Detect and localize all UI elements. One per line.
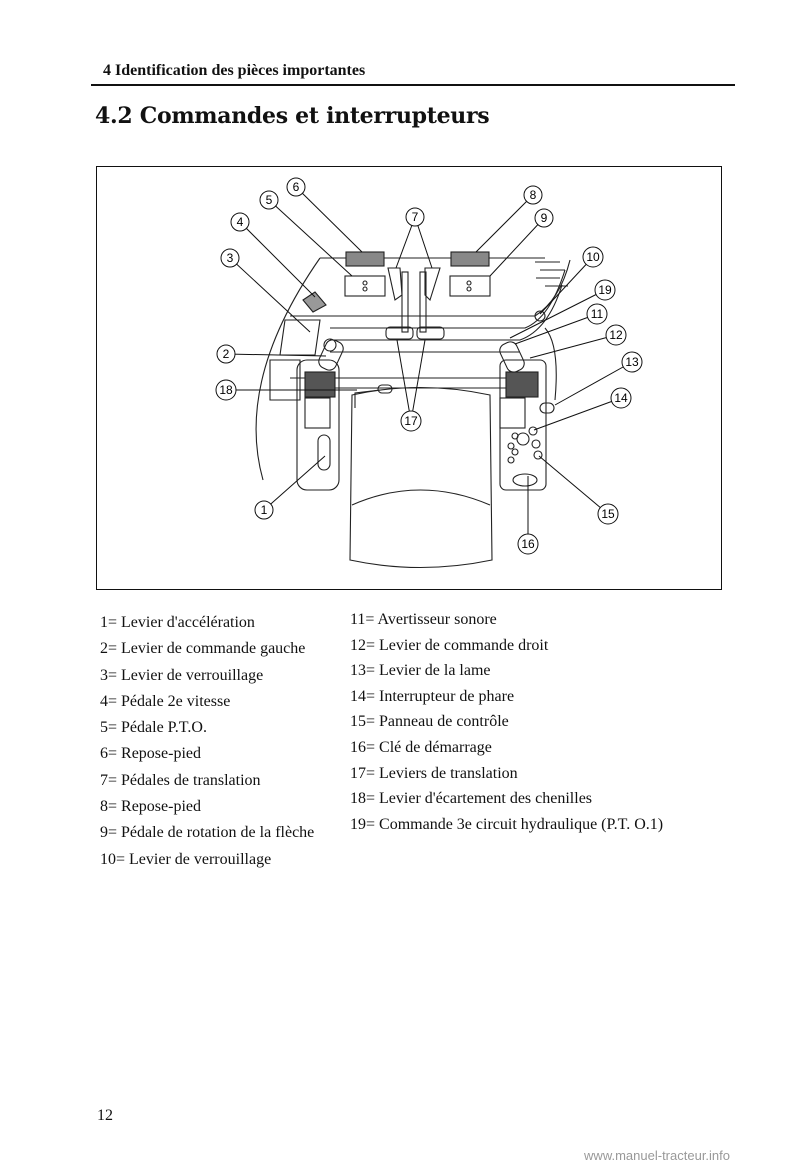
svg-text:17: 17 (404, 414, 418, 428)
legend-item: 4= Pédale 2e vitesse (100, 693, 231, 710)
legend-item: 2= Levier de commande gauche (100, 640, 306, 657)
section-title: 4.2 Commandes et interrupteurs (95, 103, 490, 129)
legend-item: 1= Levier d'accélération (100, 614, 255, 631)
callout-11: 11 (586, 303, 608, 325)
svg-text:5: 5 (266, 193, 273, 207)
svg-text:9: 9 (541, 211, 548, 225)
legend-item: 13= Levier de la lame (350, 662, 491, 680)
svg-text:1: 1 (261, 503, 268, 517)
callout-3: 3 (220, 248, 240, 268)
svg-text:11: 11 (591, 307, 604, 321)
callout-1: 1 (254, 500, 274, 520)
legend-item: 5= Pédale P.T.O. (100, 719, 207, 736)
svg-text:7: 7 (412, 210, 419, 224)
legend-item: 3= Levier de verrouillage (100, 666, 264, 684)
svg-text:8: 8 (530, 188, 537, 202)
legend-item: 17= Leviers de translation (350, 764, 518, 782)
legend-item: 8= Repose-pied (100, 798, 201, 815)
callout-9: 9 (534, 208, 554, 228)
callout-10: 10 (582, 246, 604, 268)
svg-text:4: 4 (237, 215, 244, 229)
svg-text:2: 2 (223, 347, 230, 361)
svg-text:15: 15 (601, 507, 615, 521)
callout-5: 5 (259, 190, 279, 210)
callout-14: 14 (610, 387, 632, 409)
svg-text:10: 10 (586, 250, 600, 264)
svg-text:3: 3 (227, 251, 234, 265)
svg-text:16: 16 (521, 537, 535, 551)
svg-text:12: 12 (609, 328, 623, 342)
callout-6: 6 (286, 177, 306, 197)
callout-13: 13 (621, 351, 643, 373)
watermark: www.manuel-tracteur.info (584, 1148, 730, 1163)
running-header: 4 Identification des pièces importantes (103, 62, 366, 79)
legend-item: 15= Panneau de contrôle (350, 713, 509, 731)
svg-text:6: 6 (293, 180, 300, 194)
controls-diagram: 1 2 3 4 5 6 7 8 9 10 11 12 13 14 15 16 1… (215, 177, 643, 569)
callout-4: 4 (230, 212, 250, 232)
legend-item: 6= Repose-pied (100, 745, 201, 762)
svg-text:19: 19 (598, 283, 612, 297)
legend-item: 9= Pédale de rotation de la flèche (100, 824, 315, 841)
callout-19: 19 (594, 279, 616, 301)
svg-text:13: 13 (625, 355, 639, 369)
callout-2: 2 (216, 344, 236, 364)
callout-badges: 1 2 3 4 5 6 7 8 9 10 11 12 13 14 15 16 1… (215, 177, 643, 555)
legend-item: 16= Clé de démarrage (350, 739, 492, 756)
controls-diagram-frame (96, 166, 722, 590)
header-rule (91, 84, 735, 86)
legend-item: 19= Commande 3e circuit hydraulique (P.T… (350, 815, 664, 833)
callout-16: 16 (517, 533, 539, 555)
legend-item: 11= Avertisseur sonore (350, 611, 497, 628)
page-number: 12 (97, 1107, 113, 1124)
callout-7: 7 (405, 207, 425, 227)
callout-15: 15 (597, 503, 619, 525)
legend-item: 18= Levier d'écartement des chenilles (350, 790, 593, 808)
svg-text:14: 14 (614, 391, 628, 405)
svg-text:18: 18 (219, 383, 233, 397)
callout-18: 18 (215, 379, 237, 401)
legend-item: 10= Levier de verrouillage (100, 851, 272, 868)
callout-12: 12 (605, 324, 627, 346)
legend-item: 12= Levier de commande droit (350, 636, 549, 654)
legend-item: 7= Pédales de translation (100, 772, 261, 789)
callout-17: 17 (400, 410, 422, 432)
legend-item: 14= Interrupteur de phare (350, 687, 515, 705)
callout-8: 8 (523, 185, 543, 205)
